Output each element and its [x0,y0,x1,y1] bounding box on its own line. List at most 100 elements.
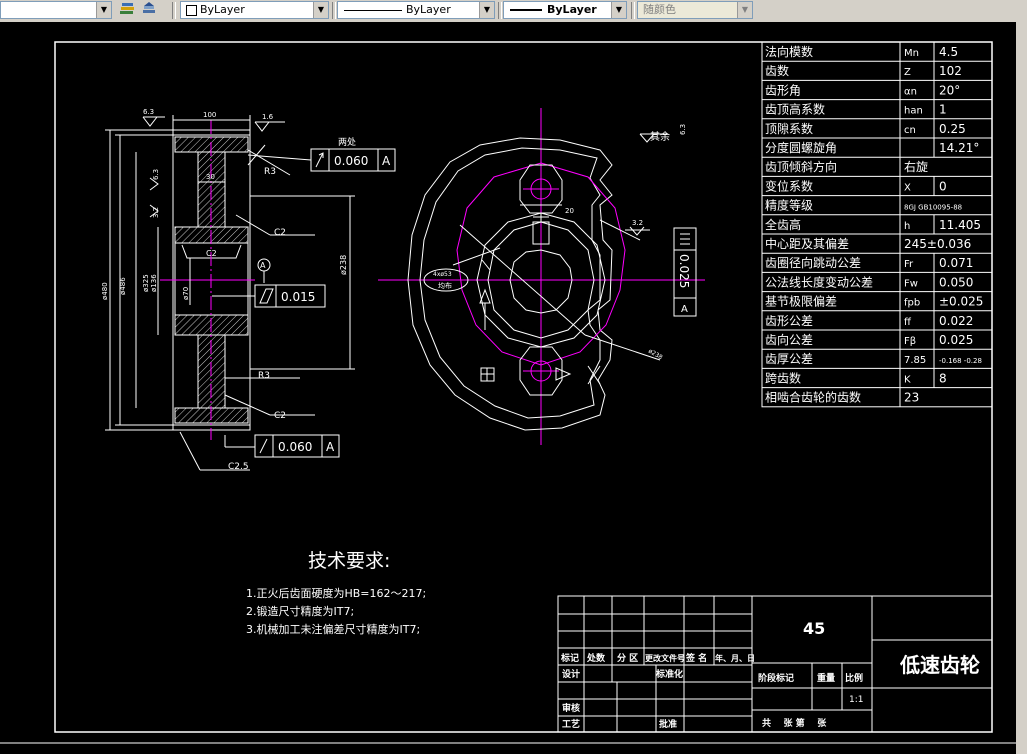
layer-dropdown[interactable]: ▼ [0,1,112,19]
dim-100: 100 [203,111,216,119]
holes-note-2: 均布 [438,281,452,290]
table-cell-symbol: X [904,182,911,193]
table-cell-label: 跨齿数 [765,370,801,385]
table-cell-symbol: 7.85 [904,355,926,366]
color-dropdown[interactable]: ByLayer ▼ [180,1,329,19]
table-cell-label: 齿向公差 [765,332,813,347]
table-cell-label: 变位系数 [765,178,813,193]
table-cell-label: 相啮合齿轮的齿数 [765,390,861,405]
rough-other-value: 6.3 [679,124,687,135]
holes-note: 4xø53 [433,271,452,278]
dim-diam-outer: ø480 [101,282,109,300]
tb-scale-value: 1:1 [849,695,863,705]
chevron-down-icon: ▼ [737,2,752,18]
table-cell-label: 精度等级 [765,198,813,213]
lineweight-sample [510,9,542,11]
tb-sign: 签 名 [685,652,707,664]
tol-side-datum: A [681,304,688,315]
tb-count: 处数 [586,652,606,664]
table-frame [761,41,993,408]
table-cell-symbol: K [904,374,911,385]
tol-bottom-value: 0.060 [278,440,312,454]
gear-front-view [378,108,705,445]
dim-c2-inner: C2 [206,249,217,258]
datum-letter: A [260,261,266,270]
rough-left-3: 3.2 [152,207,160,218]
table-cell-symbol: ff [904,317,912,328]
tb-stage: 阶段标记 [758,672,794,684]
dim-diam-tip: ø486 [119,277,127,295]
dim-r3-bottom: R3 [258,371,270,381]
table-cell-label: 法向模数 [765,44,813,59]
note-two-places: 两处 [338,136,356,148]
linetype-value: ByLayer [406,3,451,16]
tech-line-2: 2.锻造尺寸精度为IT7; [246,604,354,618]
table-cell-value: 0.025 [939,333,973,347]
rough-other-label: 其余 [650,130,670,143]
table-cell-symbol: h [904,221,910,232]
table-cell-value: 0.050 [939,275,973,289]
table-cell-label: 公法线长度变动公差 [765,274,873,289]
table-cell-symbol: 右旋 [904,159,928,174]
lineweight-dropdown[interactable]: ByLayer ▼ [503,1,627,19]
toolbar-separator [332,2,336,19]
rough-left-2: 6.3 [152,169,160,180]
table-cell-label: 齿厚公差 [765,352,813,366]
dim-diam-70: ø70 [182,287,190,300]
table-cell-symbol: 23 [904,391,919,405]
vertical-scrollbar[interactable] [1016,22,1027,754]
layer-previous-icon[interactable] [140,2,158,19]
dim-diam-325: ø325 [142,274,150,292]
tol-bottom-datum: A [326,440,335,454]
table-cell-value: 11.405 [939,218,981,232]
tech-title: 技术要求: [308,550,390,572]
plotstyle-dropdown: 随颜色 ▼ [637,1,753,19]
rough-keyway: 3.2 [632,219,643,227]
color-value: ByLayer [200,3,245,16]
table-cell-label: 齿顶高系数 [765,102,825,117]
tol-frame-side [673,227,697,317]
chevron-down-icon[interactable]: ▼ [96,2,111,18]
chevron-down-icon[interactable]: ▼ [611,2,626,18]
title-part-name: 低速齿轮 [899,653,980,677]
toolbar-separator [498,2,502,19]
table-cell-symbol: 245±0.036 [904,237,971,251]
tol-mid-value: 0.015 [281,290,315,304]
tb-approve: 批准 [659,718,677,730]
chevron-down-icon[interactable]: ▼ [479,2,494,18]
tol-top-datum: A [382,154,391,168]
dim-238: ø238 [339,255,348,275]
tb-mark: 标记 [560,652,579,664]
tb-scale: 比例 [845,672,863,684]
tech-line-1: 1.正火后齿面硬度为HB=162～217; [246,586,426,600]
drawing-canvas[interactable]: 100 30 R3 R3 C2 C2 C2 C2.5 ø238 ø480 ø48… [0,22,1016,754]
tb-review: 审核 [562,702,580,714]
tb-standard: 标准化 [655,668,683,680]
tol-frame-mid [254,284,326,308]
table-cell-symbol: han [904,106,923,117]
properties-toolbar: ▼ ByLayer ▼ ByLayer ▼ ByLayer ▼ 随颜色 ▼ [0,0,1027,23]
toolbar-separator [631,2,635,19]
table-cell-value: 14.21° [939,141,979,155]
table-cell-symbol: 8GJ GB10095-88 [904,204,962,212]
table-cell-value: ±0.025 [939,295,983,309]
linetype-dropdown[interactable]: ByLayer ▼ [337,1,495,19]
dim-c2-bottom: C2 [274,411,286,421]
layer-stack-icon[interactable] [118,2,136,19]
chevron-down-icon[interactable]: ▼ [313,2,328,18]
table-cell-value: 4.5 [939,45,958,59]
rough-left-1: 6.3 [143,108,154,116]
table-cell-label: 中心距及其偏差 [765,236,849,251]
section-view [105,115,355,471]
tol-top-value: 0.060 [334,154,368,168]
table-cell-label: 分度圆螺旋角 [765,140,837,155]
tb-docno: 更改文件号 [645,653,685,663]
keyway-dim: 20 [565,207,574,215]
table-cell-value: 1 [939,103,947,117]
table-cell-label: 齿圈径向跳动公差 [765,255,861,270]
title-material: 45 [803,619,825,638]
tech-line-3: 3.机械加工未注偏差尺寸精度为IT7; [246,622,420,636]
table-cell-value: 8 [939,371,947,385]
table-cell-symbol: Fβ [904,336,916,347]
